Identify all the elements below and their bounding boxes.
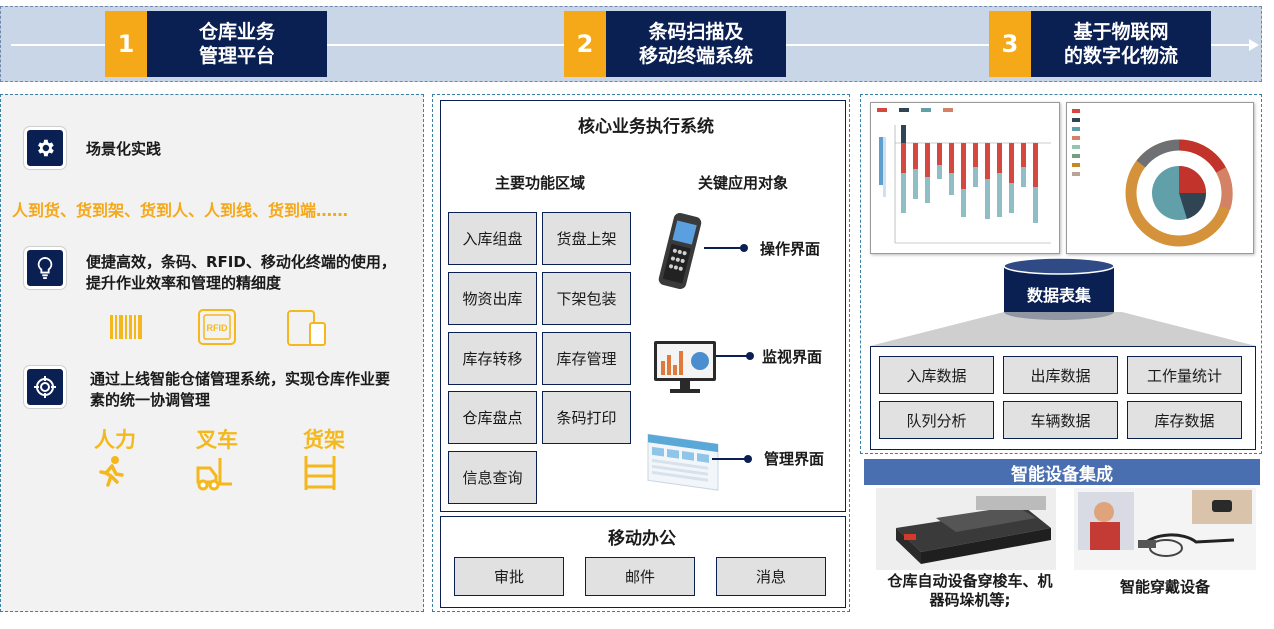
resource-manpower-label: 人力 [94,428,136,452]
process-banner: 1 仓库业务 管理平台 2 条码扫描及 移动终端系统 3 基于物联网 的数字化物… [0,6,1262,82]
data-inbound[interactable]: 入库数据 [879,356,994,394]
step-2: 2 条码扫描及 移动终端系统 [564,11,786,77]
functions-header: 主要功能区域 [495,174,586,192]
func-stock-management[interactable]: 库存管理 [542,332,631,385]
mobile-devices-icon [286,309,328,351]
apps-header: 关键应用对象 [698,174,789,192]
efficiency-line-1: 便捷高效，条码、RFID、移动化终端的使用， [86,253,396,271]
wearable-devices-image [1074,488,1256,570]
func-barcode-print[interactable]: 条码打印 [542,391,631,444]
wms-line-1: 通过上线智能仓储管理系统，实现仓库作业要 [90,370,391,388]
efficiency-line-2: 提升作业效率和管理的精细度 [86,274,282,292]
scene-items: 人到货、货到架、货到人、人到线、货到端…… [12,201,349,220]
func-unshelve-pack[interactable]: 下架包装 [542,272,631,325]
shuttle-robot-image [876,488,1056,570]
func-info-query[interactable]: 信息查询 [448,451,537,504]
banner-arrow-icon [1249,39,1259,51]
data-workload-stats[interactable]: 工作量统计 [1127,356,1242,394]
step-2-label: 条码扫描及 移动终端系统 [606,11,786,77]
app-operation-ui: 操作界面 [760,240,821,258]
wms-line-2: 素的统一协调管理 [90,391,211,409]
step-1-number: 1 [105,11,147,77]
barcode-icon [108,313,146,345]
mobile-approval-button[interactable]: 审批 [454,557,564,596]
lightbulb-icon [24,247,66,289]
mobile-office-title: 移动办公 [608,529,676,549]
rfid-tag-icon: RFID [197,308,237,350]
func-pallet-shelving[interactable]: 货盘上架 [542,212,631,265]
step-3-label: 基于物联网 的数字化物流 [1031,11,1211,77]
gear-icon [24,127,66,169]
data-vehicle[interactable]: 车辆数据 [1003,401,1118,439]
scene-title: 场景化实践 [86,140,162,158]
core-system-title: 核心业务执行系统 [578,117,714,137]
smart-devices-header: 智能设备集成 [864,459,1260,485]
step-2-number: 2 [564,11,606,77]
resource-shelf-label: 货架 [303,428,345,452]
shelf-icon [303,454,337,496]
data-queue-analysis[interactable]: 队列分析 [879,401,994,439]
step-1: 1 仓库业务 管理平台 [105,11,327,77]
func-stock-transfer[interactable]: 库存转移 [448,332,537,385]
handheld-scanner-icon [654,212,706,294]
data-inventory[interactable]: 库存数据 [1127,401,1242,439]
running-person-icon [94,455,130,495]
projection-wedge [870,312,1256,346]
bar-chart-thumbnail [870,102,1060,254]
app-management-ui: 管理界面 [764,450,825,468]
step-3-number: 3 [989,11,1031,77]
func-inbound-palletize[interactable]: 入库组盘 [448,212,537,265]
resource-forklift-label: 叉车 [196,428,238,452]
monitor-icon [652,339,718,399]
database-label: 数据表集 [1026,286,1091,305]
func-material-outbound[interactable]: 物资出库 [448,272,537,325]
func-stocktaking[interactable]: 仓库盘点 [448,391,537,444]
target-icon [24,366,66,408]
step-1-label: 仓库业务 管理平台 [147,11,327,77]
data-outbound[interactable]: 出库数据 [1003,356,1118,394]
wearable-caption: 智能穿戴设备 [1119,578,1210,596]
step-3: 3 基于物联网 的数字化物流 [989,11,1211,77]
app-monitor-ui: 监视界面 [762,348,823,366]
donut-chart-thumbnail [1066,102,1254,254]
mobile-message-button[interactable]: 消息 [716,557,826,596]
forklift-icon [194,454,236,496]
rfid-icon-text: RFID [207,323,228,333]
shuttle-robot-caption: 仓库自动设备穿梭车、机 器码垛机等; [872,572,1068,610]
shuttle-robot-caption-text: 仓库自动设备穿梭车、机 器码垛机等; [887,572,1053,609]
left-panel [0,94,424,612]
management-screen-icon [646,432,722,498]
mobile-email-button[interactable]: 邮件 [585,557,695,596]
